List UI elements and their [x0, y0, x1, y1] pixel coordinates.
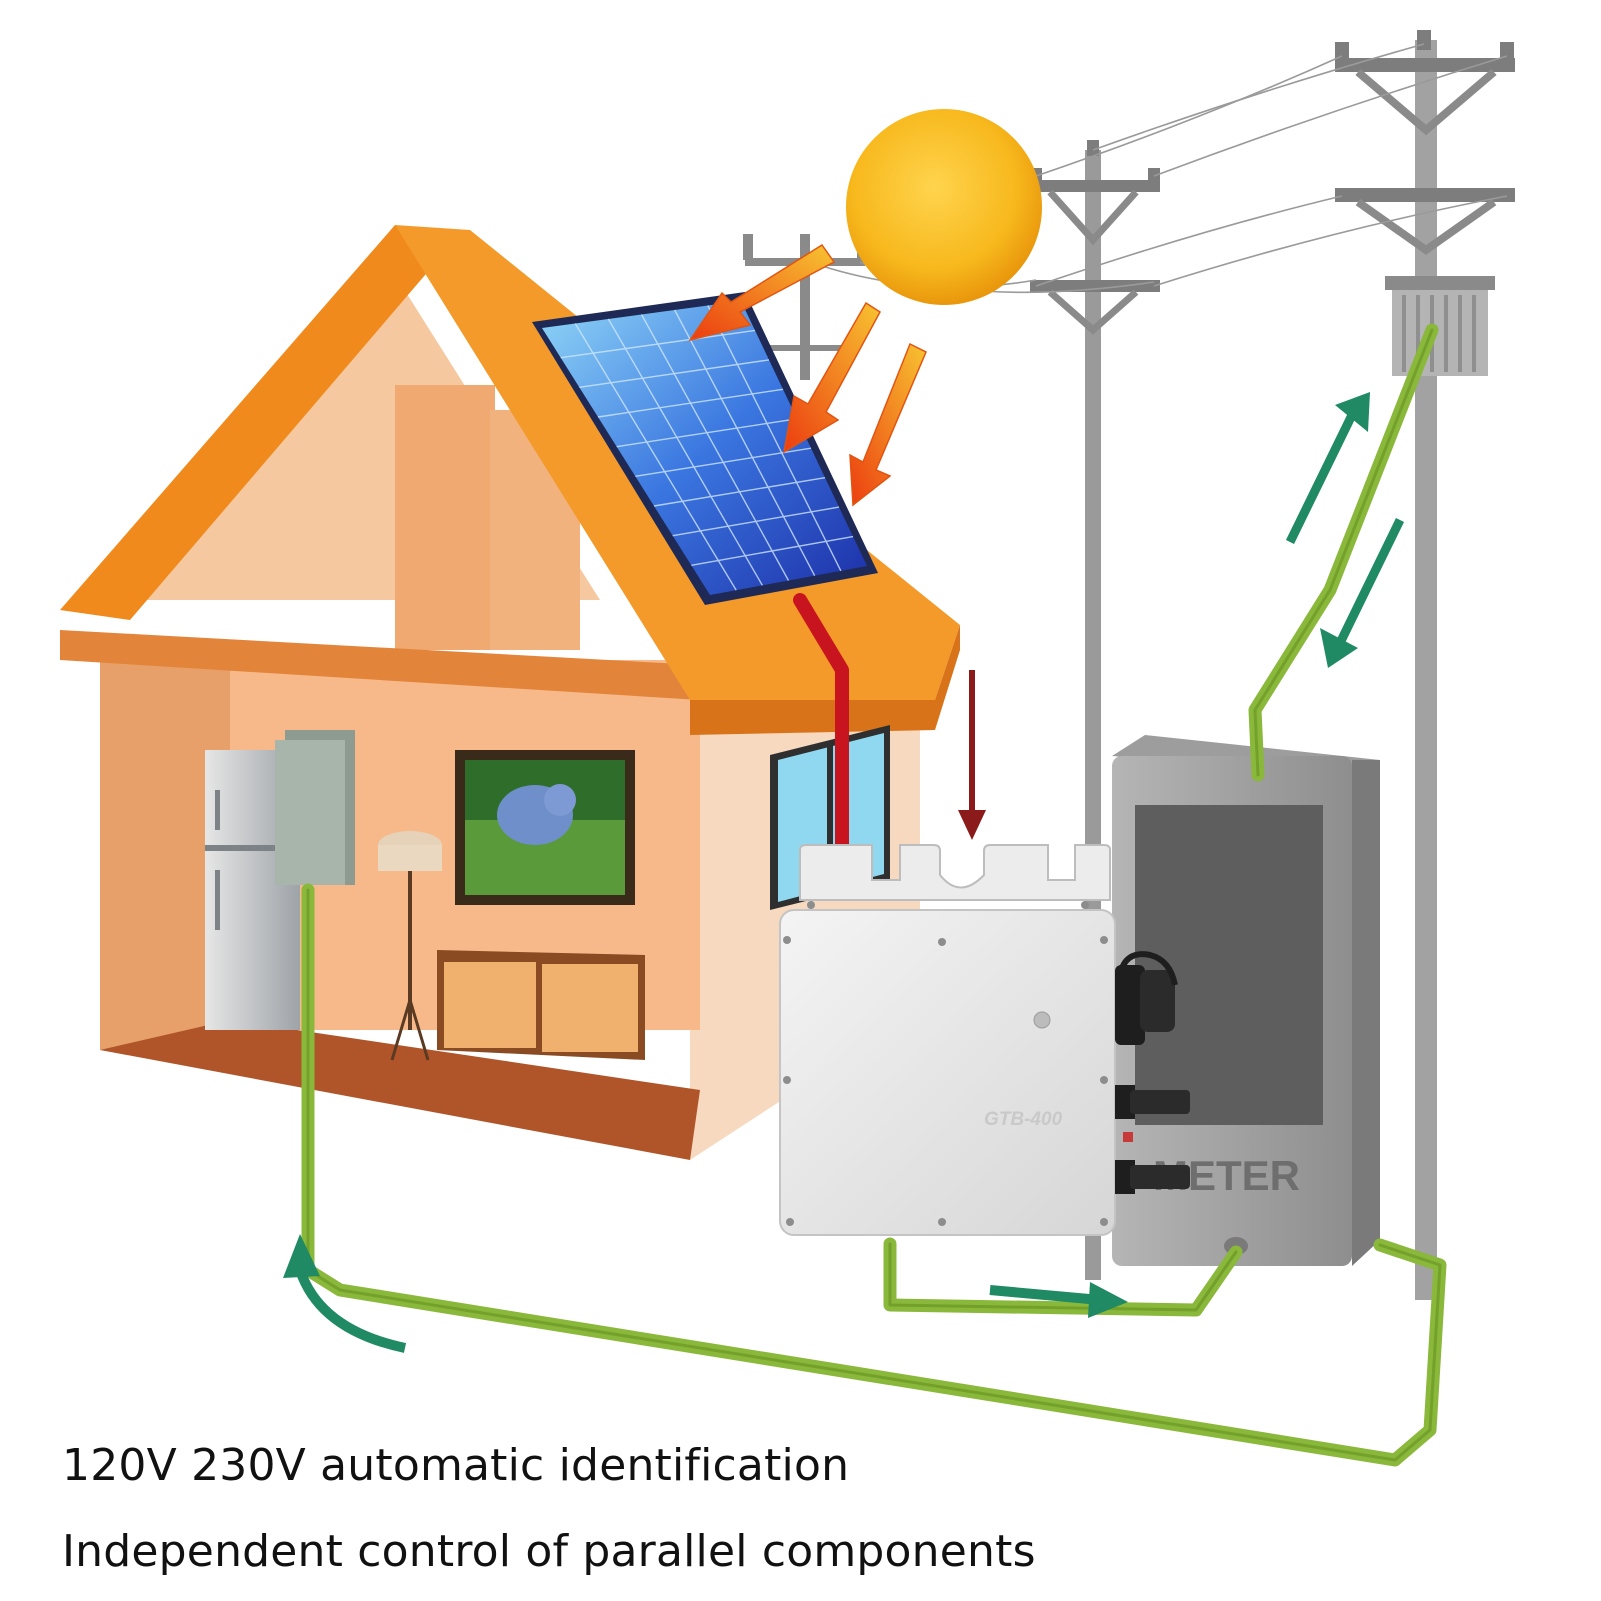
inverter-body	[779, 909, 1116, 1236]
micro-inverter: GTB-400	[779, 844, 1190, 1236]
inverter-connectors	[1115, 951, 1190, 1194]
tv	[455, 750, 635, 905]
transformer	[1385, 276, 1495, 376]
sun	[846, 109, 1042, 305]
utility-poles	[743, 30, 1515, 1300]
caption-line-2: Independent control of parallel componen…	[62, 1526, 1036, 1577]
solar-panel	[532, 292, 878, 605]
arrow-right	[989, 1282, 1128, 1318]
arrow-down-left	[1320, 518, 1405, 668]
floor-lamp	[378, 831, 442, 1061]
status-led	[1033, 1011, 1051, 1029]
caption-line-1: 120V 230V automatic identification	[62, 1440, 850, 1491]
arrow-up-left	[283, 1234, 407, 1353]
down-arrow	[958, 670, 986, 840]
house-left-wall	[100, 660, 230, 1050]
flow-arrows	[283, 392, 1405, 1353]
breaker-box	[275, 730, 355, 885]
inverter-model-label: GTB-400	[984, 1109, 1063, 1130]
dc-wire	[793, 593, 849, 857]
power-lines	[809, 43, 1508, 294]
inverter-bracket	[799, 844, 1111, 901]
roof	[60, 225, 455, 620]
house-floor	[100, 1020, 700, 1160]
tv-cabinet	[437, 950, 645, 1060]
sun-rays	[688, 243, 927, 507]
attic-floor	[60, 630, 700, 700]
arrow-up-right	[1285, 392, 1370, 544]
